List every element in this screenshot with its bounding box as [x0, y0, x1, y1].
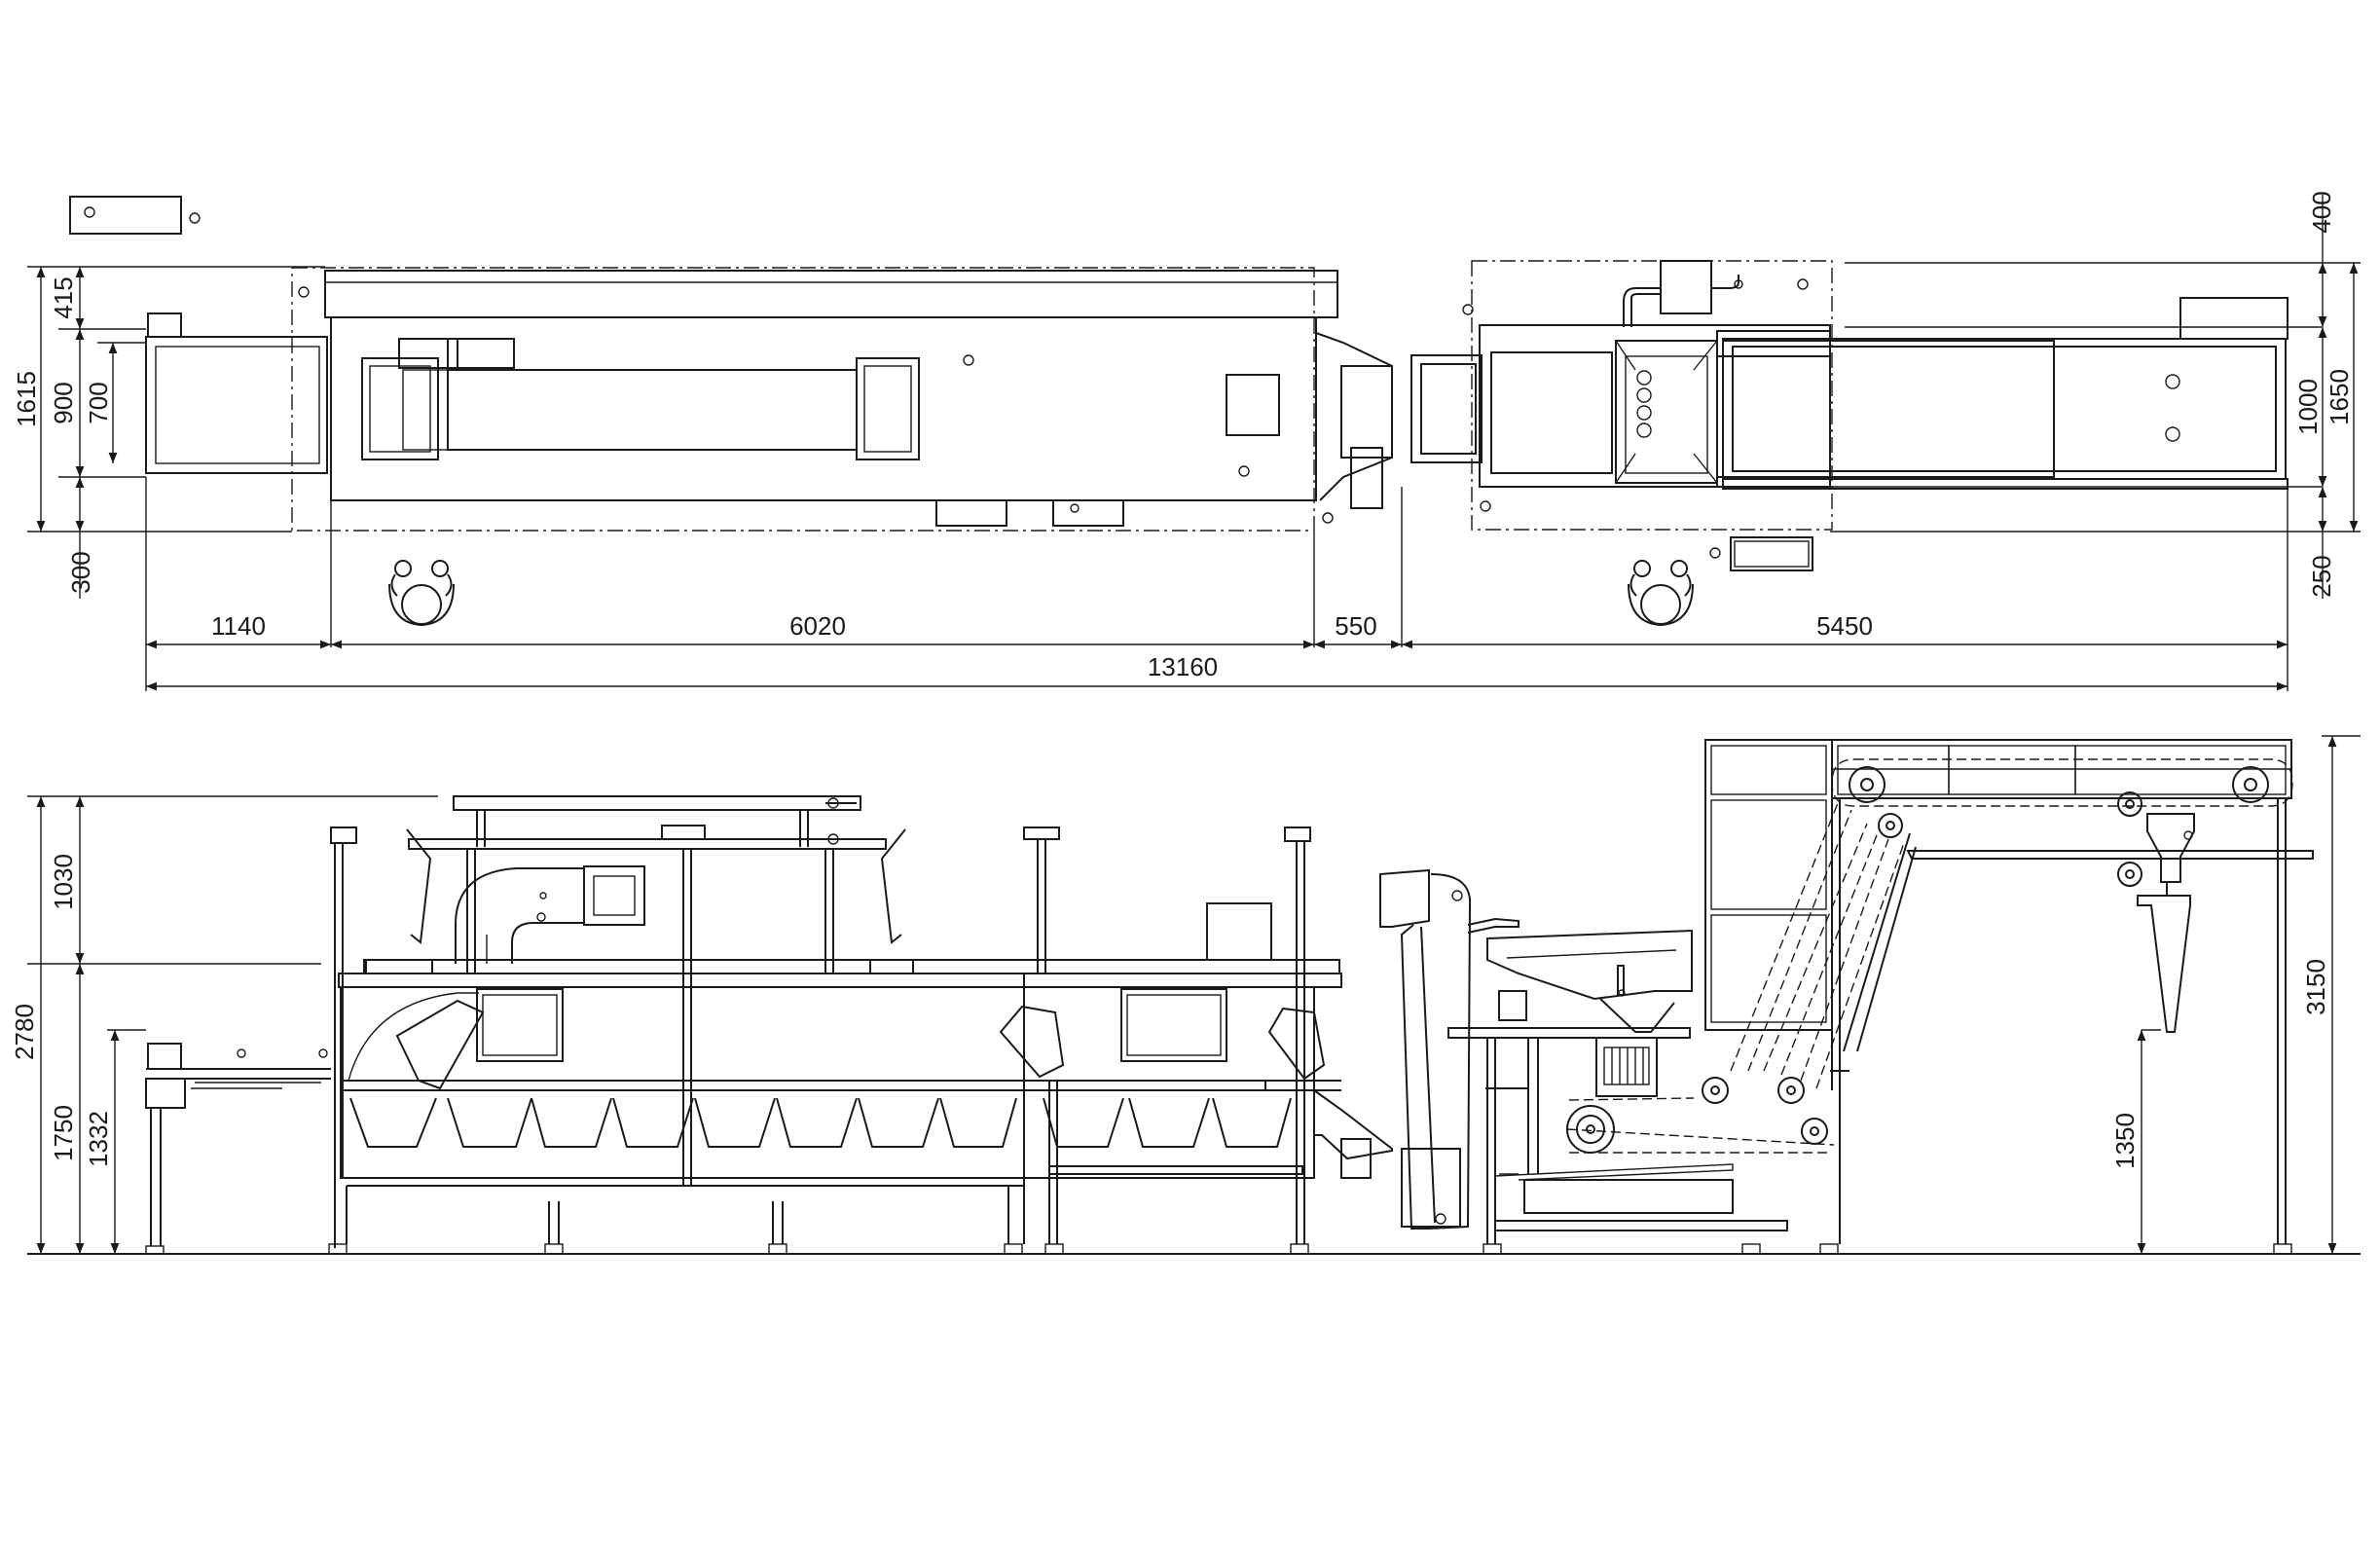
plan-horizontal-dims	[146, 640, 2288, 691]
side-dim-lines	[36, 736, 2337, 1254]
dim-250: 250	[2307, 555, 2336, 597]
operator-icon-1	[388, 560, 455, 627]
plan-right-vertical-dims	[2318, 195, 2359, 599]
dim-1332: 1332	[84, 1111, 113, 1167]
dim-1615: 1615	[12, 371, 41, 427]
side-elevator	[1379, 868, 1520, 1230]
plan-infeed-conveyor	[145, 312, 328, 474]
dim-400: 400	[2307, 191, 2336, 233]
dim-5450: 5450	[1816, 611, 1873, 641]
dim-1750: 1750	[49, 1105, 78, 1161]
dim-1030: 1030	[49, 854, 78, 910]
dim-300: 300	[66, 551, 95, 593]
side-extension-lines	[27, 735, 2361, 1031]
side-sorter-frame	[328, 795, 1342, 1255]
dim-1000: 1000	[2293, 379, 2323, 435]
dim-3150: 3150	[2301, 959, 2330, 1015]
plan-aux-box	[69, 196, 201, 235]
plan-view: 1140 6020 550 5450 13160 1615 415 900 70…	[12, 191, 2361, 691]
plan-left-vertical-dims	[36, 267, 118, 599]
dim-1350: 1350	[2110, 1113, 2140, 1169]
dim-900: 900	[49, 382, 78, 423]
side-bins	[349, 1097, 1292, 1148]
dim-1650: 1650	[2325, 369, 2354, 425]
dim-13160: 13160	[1148, 652, 1218, 681]
plan-extension-lines	[27, 262, 2361, 691]
dim-1140: 1140	[211, 611, 266, 641]
dim-700: 700	[84, 382, 113, 423]
side-infeed	[145, 1043, 331, 1255]
side-view: 2780 1030 1750 1332 3150 1350	[10, 735, 2361, 1255]
dim-6020: 6020	[789, 611, 846, 641]
side-sorter-right	[1044, 1081, 1393, 1255]
dim-550: 550	[1335, 611, 1376, 641]
plan-sorter-envelope	[291, 267, 1315, 532]
side-tower	[1704, 739, 2314, 1255]
operator-icon-2	[1628, 560, 1694, 627]
side-sizer	[1447, 929, 1835, 1255]
dim-2780: 2780	[10, 1004, 39, 1060]
plan-sizer	[1410, 260, 2288, 571]
dim-415: 415	[49, 276, 78, 318]
plan-sorter-body	[324, 270, 1393, 527]
